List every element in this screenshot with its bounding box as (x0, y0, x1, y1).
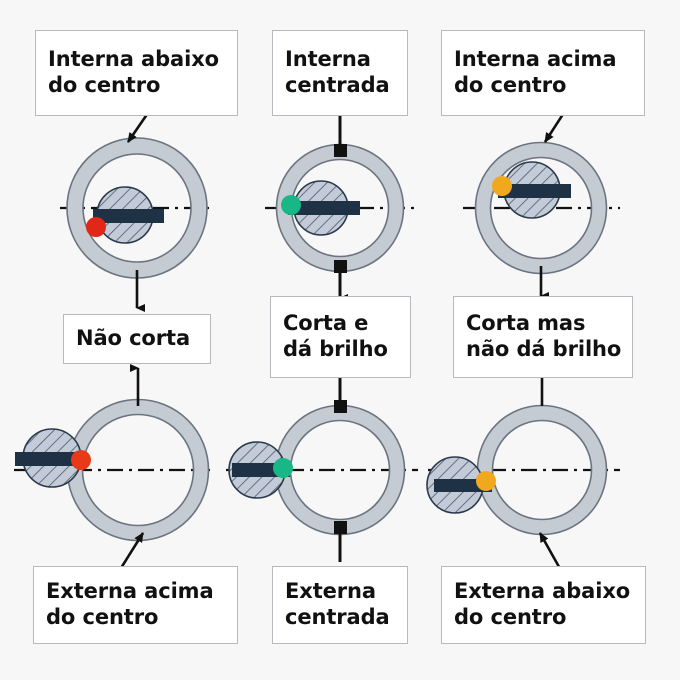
label-line-2: dá brilho (283, 337, 388, 361)
label-externa-abaixo-do-centro[interactable]: Externa abaixo do centro (441, 566, 646, 644)
top-left-ring-inner-edge (82, 153, 192, 263)
label-corta-mas-nao-da-brilho[interactable]: Corta mas não dá brilho (453, 296, 633, 378)
label-line-1: Interna acima (454, 47, 617, 72)
top-left-tool-bar (93, 209, 164, 223)
label-nao-corta[interactable]: Não corta (63, 314, 211, 364)
bottom-left-ring-group (14, 364, 210, 577)
label-line-1: Corta mas (466, 311, 586, 336)
label-line-1: Externa abaixo (454, 579, 631, 604)
top-right-ring-group (463, 107, 620, 300)
orange-contact-dot (492, 176, 512, 196)
top-middle-connector-square (334, 144, 347, 157)
red-contact-dot (71, 450, 91, 470)
top-middle-tool-bar (288, 201, 360, 215)
label-line-1: Corta e (283, 311, 369, 336)
label-line-1: Não corta (76, 326, 191, 351)
label-line-1: Interna abaixo (48, 47, 219, 72)
label-line-2: não dá brilho (466, 337, 622, 361)
label-line-2: do centro (454, 73, 567, 97)
label-line-2: do centro (454, 605, 567, 629)
label-corta-e-da-brilho[interactable]: Corta e dá brilho (270, 296, 411, 378)
bottom-right-ring (477, 405, 607, 535)
label-interna-centrada[interactable]: Interna centrada (272, 30, 408, 116)
top-right-tool-bar (498, 184, 571, 198)
label-line-2: centrada (285, 605, 390, 629)
green-contact-dot (273, 458, 293, 478)
label-externa-acima-do-centro[interactable]: Externa acima do centro (33, 566, 238, 644)
red-contact-dot (86, 217, 106, 237)
bottom-right-ring-group (426, 368, 620, 575)
label-line-1: Externa (285, 579, 376, 604)
bottom-middle-ring-group (226, 372, 418, 562)
top-left-ring-group (60, 109, 215, 312)
top-right-ring-inner-edge (489, 156, 593, 260)
bottom-middle-bottom-square (334, 521, 347, 534)
bottom-right-ring-inner-edge (491, 419, 593, 521)
bottom-left-tool-bar (15, 452, 87, 466)
label-line-1: Externa acima (46, 579, 214, 604)
top-middle-ring-group (265, 110, 420, 302)
orange-contact-dot (476, 471, 496, 491)
label-line-1: Interna (285, 47, 371, 72)
bottom-left-ring-inner-edge (81, 413, 195, 527)
label-line-2: do centro (46, 605, 159, 629)
label-externa-centrada[interactable]: Externa centrada (272, 566, 408, 644)
bottom-middle-top-square (334, 400, 347, 413)
label-interna-acima-do-centro[interactable]: Interna acima do centro (441, 30, 645, 116)
label-interna-abaixo-do-centro[interactable]: Interna abaixo do centro (35, 30, 238, 116)
green-contact-dot (281, 195, 301, 215)
top-middle-bottom-square (334, 260, 347, 273)
label-line-2: centrada (285, 73, 390, 97)
label-line-2: do centro (48, 73, 161, 97)
